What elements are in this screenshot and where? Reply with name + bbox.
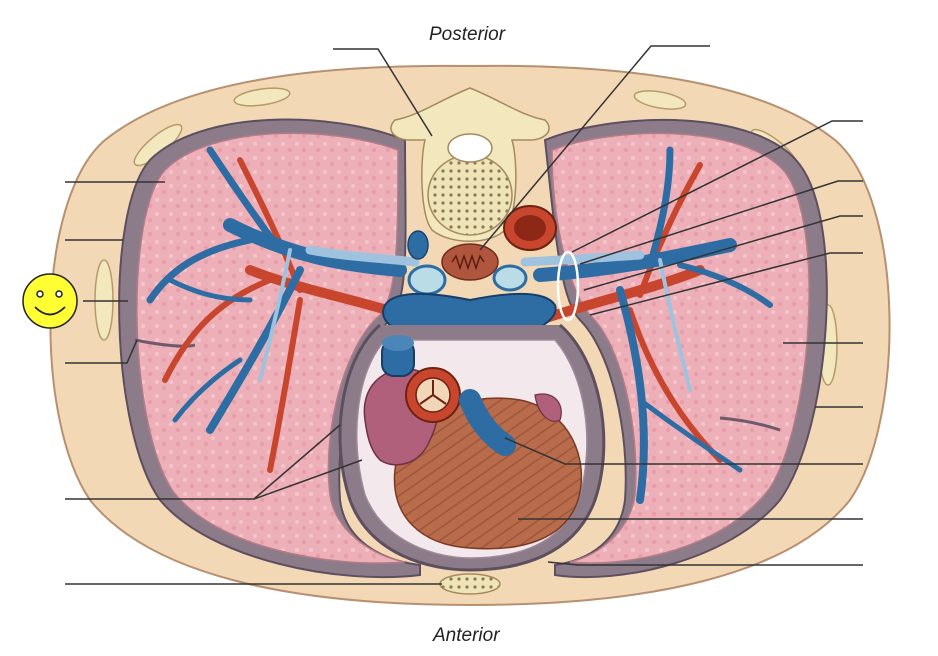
azygos-vein bbox=[407, 230, 429, 260]
leader-line-hilum-4 bbox=[589, 252, 863, 316]
leader-line-hilum-3 bbox=[583, 215, 863, 291]
orientation-label-anterior: Anterior bbox=[433, 625, 500, 646]
esophagus-folds bbox=[451, 253, 485, 271]
oblique-fissure-left bbox=[719, 416, 781, 432]
horizontal-fissure bbox=[134, 338, 196, 348]
orientation-label-posterior: Posterior bbox=[429, 24, 506, 45]
right-lung bbox=[136, 132, 406, 564]
left-main-bronchus bbox=[492, 264, 528, 292]
left-pulmonary-hilum-outline bbox=[556, 250, 580, 322]
leader-line-esophagus bbox=[479, 45, 710, 251]
thoracic-vertebra bbox=[390, 87, 550, 242]
bronchi bbox=[258, 245, 692, 392]
leader-line-pleural-recess bbox=[547, 561, 863, 566]
pulmonary-vein-to-atrium bbox=[459, 389, 516, 456]
leader-line-pulmonary-vein bbox=[504, 437, 863, 465]
leader-line-hilum-1 bbox=[571, 120, 863, 253]
smiley-face-icon bbox=[22, 273, 78, 329]
sternum bbox=[439, 573, 501, 595]
pulmonary-veins-and-bronchi bbox=[146, 146, 773, 504]
leader-lines bbox=[65, 45, 863, 585]
left-atrial-appendage bbox=[534, 393, 562, 422]
leader-line-hilum-2 bbox=[579, 180, 863, 265]
leader-line-vertebra bbox=[333, 48, 433, 137]
leader-line-pericardium-2 bbox=[253, 459, 363, 500]
right-main-bronchus bbox=[407, 264, 447, 296]
leader-line-horizontal-fissure bbox=[65, 339, 138, 364]
